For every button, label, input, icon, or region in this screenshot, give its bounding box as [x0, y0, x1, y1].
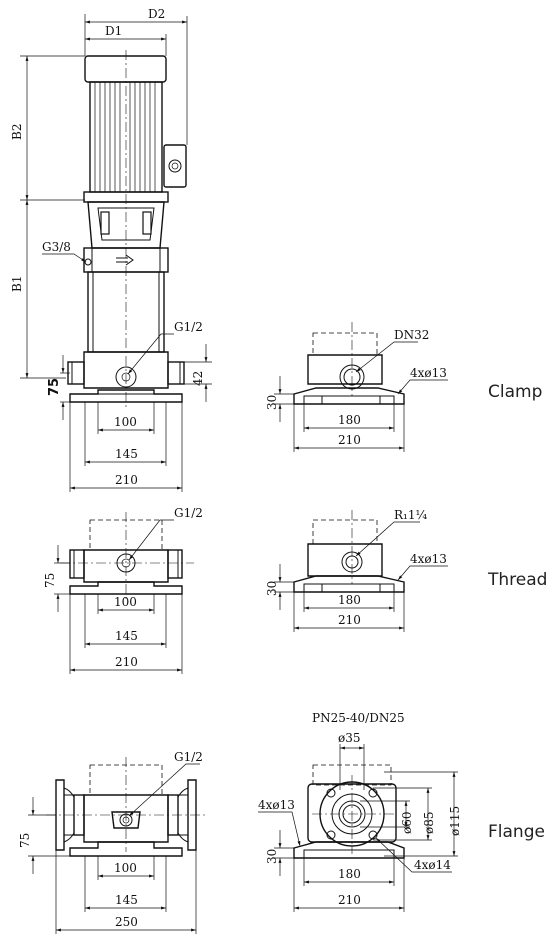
thread-r-label: R₁1¼	[394, 508, 427, 522]
thread-holes-label: 4xø13	[410, 552, 447, 566]
thread-front-view: G1/2 75 100 145 210	[43, 506, 203, 674]
thread-w100-label: 100	[114, 595, 137, 609]
thread-g12-label: G1/2	[174, 506, 203, 520]
clamp-side-view: DN32 4xø13 30 180 210	[265, 322, 448, 452]
flange-w210-label: 210	[338, 893, 361, 907]
w100-label: 100	[114, 415, 137, 429]
flange-front-view: G1/2 75 100 145 250	[18, 750, 206, 934]
thread-w145-label: 145	[115, 629, 138, 643]
b1-label: B1	[10, 276, 24, 292]
thread-side-w210-label: 210	[338, 613, 361, 627]
flange-title-label: PN25-40/DN25	[312, 711, 405, 725]
flange-side-view: PN25-40/DN25 ø35 ø60 ø85 ø115	[258, 711, 462, 912]
g38-label: G3/8	[42, 240, 71, 254]
flange-d115-label: ø115	[448, 806, 462, 836]
flange-label: Flange	[488, 822, 545, 842]
thread-w180-label: 180	[338, 593, 361, 607]
flange-w250-label: 250	[115, 915, 138, 929]
thread-side-view: R₁1¼ 4xø13 30 180 210	[265, 508, 448, 632]
h42-label: 42	[191, 371, 205, 386]
flange-d85-label: ø85	[422, 812, 436, 835]
flange-g12-label: G1/2	[174, 750, 203, 764]
flange-holes14-label: 4xø14	[414, 858, 451, 872]
thread-h30-label: 30	[265, 581, 279, 596]
flange-d60-label: ø60	[400, 812, 414, 835]
w145-label: 145	[115, 447, 138, 461]
b2-label: B2	[10, 124, 24, 140]
w210-label: 210	[115, 473, 138, 487]
clamp-h30-label: 30	[265, 395, 279, 410]
thread-label: Thread	[488, 570, 548, 590]
main-view: D2 D1 B2 B1	[10, 7, 212, 492]
thread-w210-label: 210	[115, 655, 138, 669]
clamp-w210-label: 210	[338, 433, 361, 447]
clamp-w180-label: 180	[338, 413, 361, 427]
thread-h75-label: 75	[43, 573, 57, 588]
flange-holes13-label: 4xø13	[258, 798, 295, 812]
clamp-holes-label: 4xø13	[410, 366, 447, 380]
flange-h75-label: 75	[18, 833, 32, 848]
h75-label: 75	[47, 378, 62, 396]
clamp-dn-label: DN32	[394, 328, 429, 342]
clamp-label: Clamp	[488, 382, 543, 402]
flange-h30-label: 30	[265, 849, 279, 864]
d2-label: D2	[148, 7, 165, 21]
d1-label: D1	[105, 24, 122, 38]
flange-w180-label: 180	[338, 867, 361, 881]
flange-w145-label: 145	[115, 893, 138, 907]
g12-label: G1/2	[174, 320, 203, 334]
flange-w100-label: 100	[114, 861, 137, 875]
flange-d35-label: ø35	[338, 731, 361, 745]
